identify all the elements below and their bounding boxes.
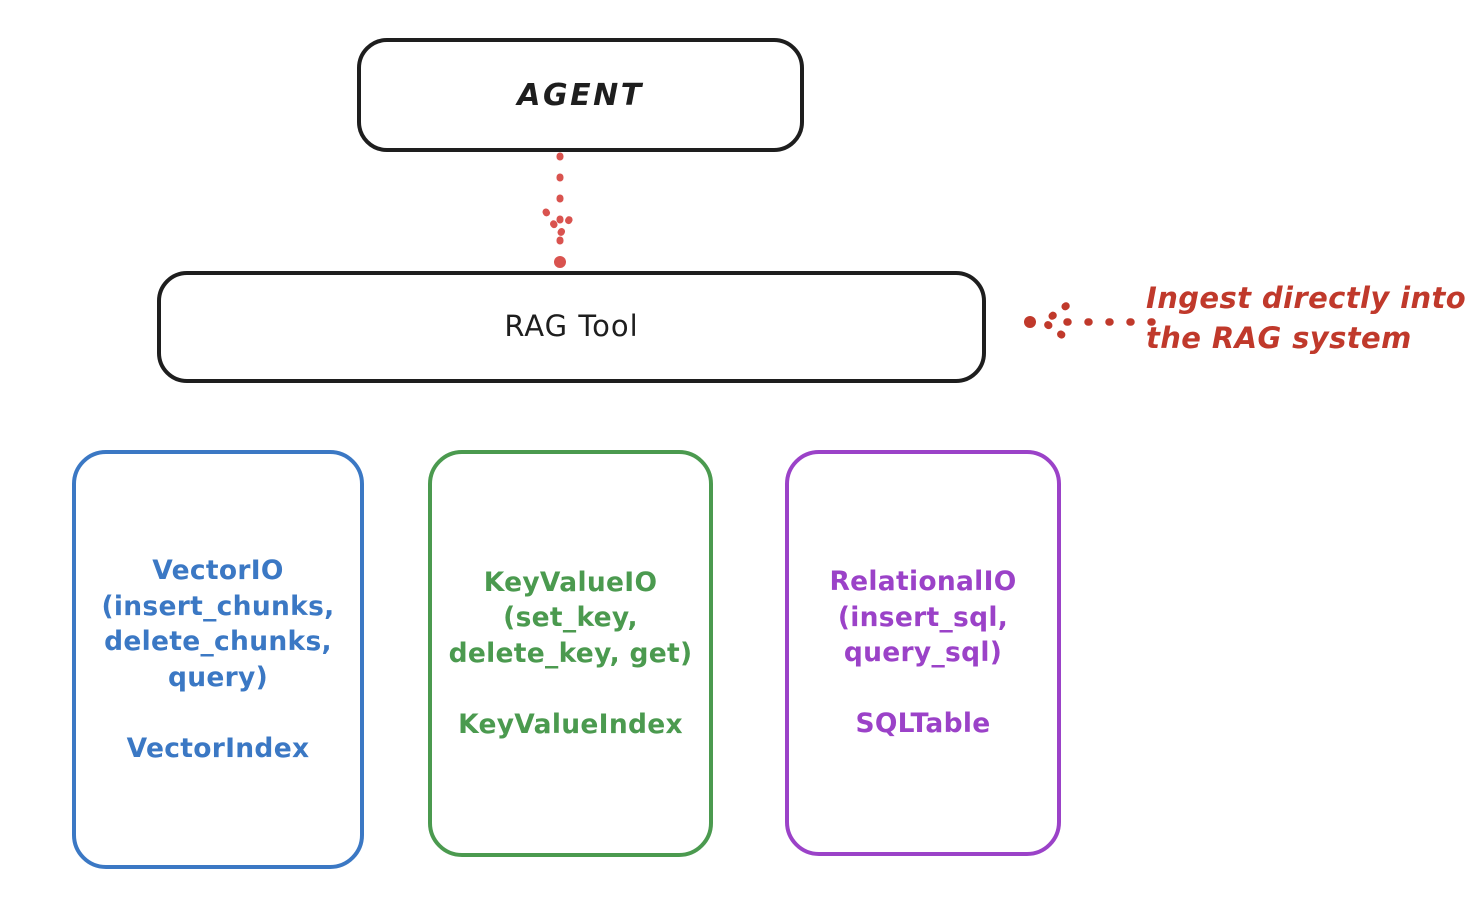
ingest-annotation-text: Ingest directly into the RAG system [1146, 281, 1467, 356]
node-key-value-io-label: KeyValueIO (set_key, delete_key, get) Ke… [448, 566, 693, 740]
node-vector-io[interactable]: VectorIO (insert_chunks, delete_chunks, … [72, 450, 364, 869]
node-relational-io-label: RelationalIO (insert_sql, query_sql) SQL… [829, 566, 1017, 740]
node-relational-io[interactable]: RelationalIO (insert_sql, query_sql) SQL… [785, 450, 1061, 856]
agent-to-rag-tool-arrow-icon [542, 152, 578, 268]
node-agent-label: AGENT [517, 77, 644, 113]
node-rag-tool-label: RAG Tool [504, 309, 639, 344]
ingest-pointer-arrow-icon [1024, 302, 1156, 342]
node-agent[interactable]: AGENT [357, 38, 804, 152]
node-key-value-io[interactable]: KeyValueIO (set_key, delete_key, get) Ke… [428, 450, 713, 857]
node-vector-io-label: VectorIO (insert_chunks, delete_chunks, … [101, 555, 335, 764]
node-rag-tool[interactable]: RAG Tool [157, 271, 986, 383]
